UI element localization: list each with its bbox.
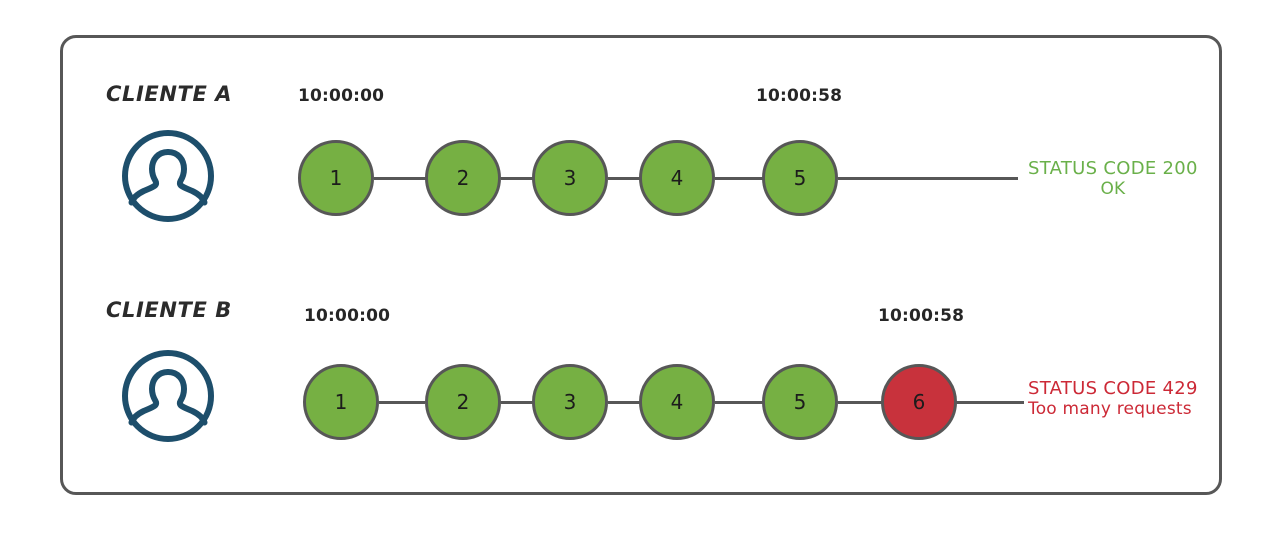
connector-a-2-3 bbox=[501, 177, 533, 180]
status-detail-b: Too many requests bbox=[1028, 399, 1192, 420]
request-node-a-5[interactable]: 5 bbox=[762, 140, 838, 216]
request-node-label: 5 bbox=[793, 390, 807, 414]
request-node-a-3[interactable]: 3 bbox=[532, 140, 608, 216]
request-node-b-4[interactable]: 4 bbox=[639, 364, 715, 440]
user-avatar-icon bbox=[120, 348, 216, 444]
request-node-label: 3 bbox=[563, 166, 577, 190]
connector-a-4-5 bbox=[715, 177, 763, 180]
request-node-b-5[interactable]: 5 bbox=[762, 364, 838, 440]
request-node-label: 4 bbox=[670, 390, 684, 414]
request-node-label: 6 bbox=[912, 390, 926, 414]
connector-b-2-3 bbox=[501, 401, 533, 404]
request-node-b-6[interactable]: 6 bbox=[881, 364, 957, 440]
timestamp-end-b: 10:00:58 bbox=[878, 306, 965, 326]
connector-b-4-5 bbox=[715, 401, 763, 404]
request-node-b-3[interactable]: 3 bbox=[532, 364, 608, 440]
request-node-a-1[interactable]: 1 bbox=[298, 140, 374, 216]
connector-a-tail bbox=[838, 177, 1018, 180]
request-node-label: 1 bbox=[334, 390, 348, 414]
status-code-b: STATUS CODE 429 bbox=[1028, 378, 1198, 399]
request-node-b-2[interactable]: 2 bbox=[425, 364, 501, 440]
request-node-label: 5 bbox=[793, 166, 807, 190]
client-label-b: CLIENTE B bbox=[106, 298, 232, 322]
request-node-label: 3 bbox=[563, 390, 577, 414]
request-node-label: 2 bbox=[456, 390, 470, 414]
request-node-b-1[interactable]: 1 bbox=[303, 364, 379, 440]
connector-a-1-2 bbox=[374, 177, 426, 180]
request-node-a-4[interactable]: 4 bbox=[639, 140, 715, 216]
status-detail-a: OK bbox=[1100, 179, 1126, 200]
diagram-frame bbox=[60, 35, 1222, 495]
timestamp-start-b: 10:00:00 bbox=[304, 306, 391, 326]
status-code-a: STATUS CODE 200 bbox=[1028, 158, 1198, 179]
connector-b-3-4 bbox=[608, 401, 640, 404]
request-node-label: 4 bbox=[670, 166, 684, 190]
status-message-a: STATUS CODE 200 OK bbox=[1028, 158, 1198, 199]
status-message-b: STATUS CODE 429 Too many requests bbox=[1028, 378, 1198, 419]
client-label-a: CLIENTE A bbox=[106, 82, 233, 106]
timestamp-start-a: 10:00:00 bbox=[298, 86, 385, 106]
connector-b-1-2 bbox=[379, 401, 425, 404]
connector-b-tail bbox=[956, 401, 1024, 404]
timestamp-end-a: 10:00:58 bbox=[756, 86, 843, 106]
request-node-a-2[interactable]: 2 bbox=[425, 140, 501, 216]
request-node-label: 2 bbox=[456, 166, 470, 190]
connector-b-5-6 bbox=[838, 401, 882, 404]
user-avatar-icon bbox=[120, 128, 216, 224]
connector-a-3-4 bbox=[608, 177, 640, 180]
request-node-label: 1 bbox=[329, 166, 343, 190]
